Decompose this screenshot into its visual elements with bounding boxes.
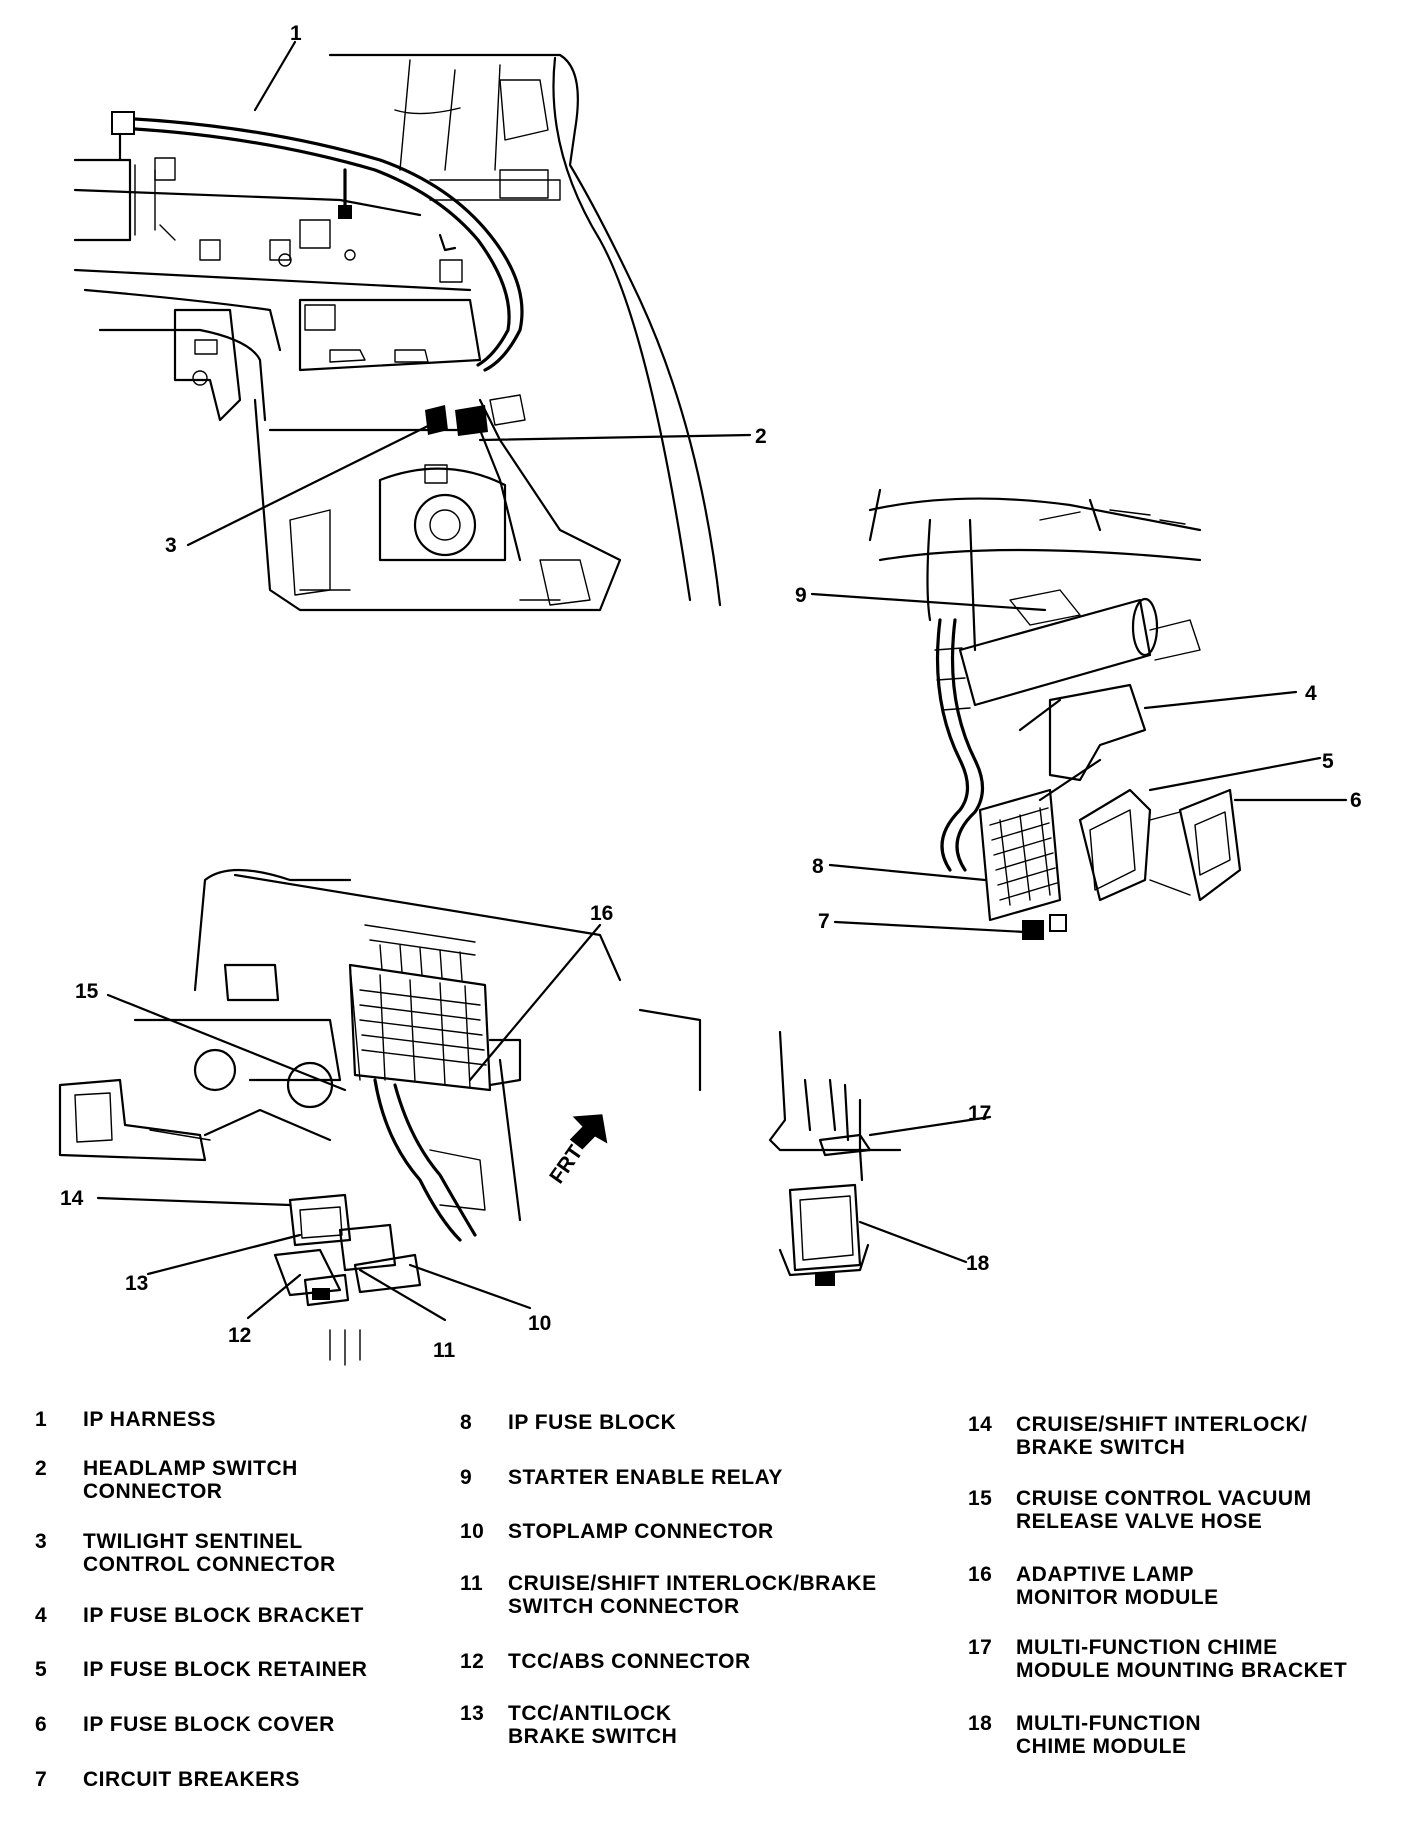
callout-7: 7 bbox=[818, 910, 830, 933]
legend-num: 5 bbox=[35, 1658, 48, 1681]
legend-item-9: 9 STARTER ENABLE RELAY bbox=[460, 1466, 783, 1489]
legend-num: 7 bbox=[35, 1768, 48, 1791]
legend-text: IP FUSE BLOCK BRACKET bbox=[83, 1604, 364, 1627]
legend-text: TWILIGHT SENTINEL CONTROL CONNECTOR bbox=[83, 1530, 336, 1576]
legend-num: 13 bbox=[460, 1702, 485, 1725]
legend-text: TCC/ABS CONNECTOR bbox=[508, 1650, 751, 1673]
legend-item-3: 3 TWILIGHT SENTINEL CONTROL CONNECTOR bbox=[35, 1530, 336, 1576]
legend-text: CRUISE/SHIFT INTERLOCK/ BRAKE SWITCH bbox=[1016, 1413, 1308, 1459]
legend-num: 14 bbox=[968, 1413, 993, 1436]
callout-2: 2 bbox=[755, 425, 767, 448]
callout-5: 5 bbox=[1322, 750, 1334, 773]
legend-num: 12 bbox=[460, 1650, 485, 1673]
legend-text: MULTI-FUNCTION CHIME MODULE MOUNTING BRA… bbox=[1016, 1636, 1348, 1682]
callout-9: 9 bbox=[795, 584, 807, 607]
legend-item-10: 10 STOPLAMP CONNECTOR bbox=[460, 1520, 774, 1543]
legend-num: 2 bbox=[35, 1457, 48, 1480]
legend-text: STARTER ENABLE RELAY bbox=[508, 1466, 783, 1489]
callout-1: 1 bbox=[290, 22, 302, 45]
legend-num: 8 bbox=[460, 1411, 473, 1434]
callout-16: 16 bbox=[590, 902, 613, 925]
callout-11: 11 bbox=[433, 1339, 456, 1362]
callout-14: 14 bbox=[60, 1187, 84, 1210]
legend-text: CIRCUIT BREAKERS bbox=[83, 1768, 300, 1791]
legend-num: 10 bbox=[460, 1520, 485, 1543]
view-chime-module bbox=[768, 1030, 992, 1286]
legend-text: IP FUSE BLOCK bbox=[508, 1411, 677, 1434]
legend-num: 17 bbox=[968, 1636, 993, 1659]
legend-text: CRUISE/SHIFT INTERLOCK/BRAKE SWITCH CONN… bbox=[508, 1572, 877, 1618]
legend-item-12: 12 TCC/ABS CONNECTOR bbox=[460, 1650, 751, 1673]
callout-12: 12 bbox=[228, 1324, 251, 1347]
legend-item-4: 4 IP FUSE BLOCK BRACKET bbox=[35, 1604, 364, 1627]
legend-num: 1 bbox=[35, 1408, 48, 1431]
legend-num: 4 bbox=[35, 1604, 48, 1627]
legend-text: HEADLAMP SWITCH CONNECTOR bbox=[83, 1457, 298, 1503]
legend-item-8: 8 IP FUSE BLOCK bbox=[460, 1411, 676, 1434]
callout-4: 4 bbox=[1305, 682, 1317, 705]
legend-num: 16 bbox=[968, 1563, 993, 1586]
legend-num: 18 bbox=[968, 1712, 993, 1735]
callout-3: 3 bbox=[165, 534, 177, 557]
callout-13: 13 bbox=[125, 1272, 148, 1295]
legend-text: IP HARNESS bbox=[83, 1408, 216, 1431]
legend-text: ADAPTIVE LAMP MONITOR MODULE bbox=[1016, 1563, 1219, 1609]
callout-8: 8 bbox=[812, 855, 824, 878]
legend-num: 15 bbox=[968, 1487, 993, 1510]
view-ip-harness bbox=[73, 40, 752, 612]
callout-10: 10 bbox=[528, 1312, 551, 1335]
legend-num: 11 bbox=[460, 1572, 484, 1595]
legend-num: 3 bbox=[35, 1530, 48, 1553]
callout-18: 18 bbox=[966, 1252, 990, 1275]
legend-item-15: 15 CRUISE CONTROL VACUUM RELEASE VALVE H… bbox=[968, 1487, 1312, 1533]
callout-17: 17 bbox=[968, 1102, 991, 1125]
legend-item-14: 14 CRUISE/SHIFT INTERLOCK/ BRAKE SWITCH bbox=[968, 1413, 1308, 1459]
legend-text: STOPLAMP CONNECTOR bbox=[508, 1520, 774, 1543]
legend-num: 6 bbox=[35, 1713, 48, 1736]
legend-item-16: 16 ADAPTIVE LAMP MONITOR MODULE bbox=[968, 1563, 1219, 1609]
legend-text: IP FUSE BLOCK COVER bbox=[83, 1713, 335, 1736]
legend-num: 9 bbox=[460, 1466, 473, 1489]
view-lamp-monitor bbox=[58, 868, 702, 1366]
legend-item-1: 1 IP HARNESS bbox=[35, 1408, 216, 1431]
view-fuse-block bbox=[810, 488, 1348, 940]
legend-item-6: 6 IP FUSE BLOCK COVER bbox=[35, 1713, 335, 1736]
legend-item-17: 17 MULTI-FUNCTION CHIME MODULE MOUNTING … bbox=[968, 1636, 1347, 1682]
legend-item-11: 11 CRUISE/SHIFT INTERLOCK/BRAKE SWITCH C… bbox=[460, 1572, 877, 1618]
callout-labels: 1 2 3 4 5 6 7 8 9 10 11 12 13 14 15 16 1… bbox=[60, 22, 1362, 1362]
legend-item-2: 2 HEADLAMP SWITCH CONNECTOR bbox=[35, 1457, 298, 1503]
legend-text: TCC/ANTILOCK BRAKE SWITCH bbox=[508, 1702, 678, 1748]
legend-text: MULTI-FUNCTION CHIME MODULE bbox=[1016, 1712, 1202, 1758]
callout-15: 15 bbox=[75, 980, 99, 1003]
legend-item-18: 18 MULTI-FUNCTION CHIME MODULE bbox=[968, 1712, 1201, 1758]
legend-text: IP FUSE BLOCK RETAINER bbox=[83, 1658, 368, 1681]
legend-item-5: 5 IP FUSE BLOCK RETAINER bbox=[35, 1658, 367, 1681]
legend-text: CRUISE CONTROL VACUUM RELEASE VALVE HOSE bbox=[1016, 1487, 1312, 1533]
legend-item-13: 13 TCC/ANTILOCK BRAKE SWITCH bbox=[460, 1702, 677, 1748]
component-location-diagram: 1 2 3 4 5 6 7 8 9 10 11 12 13 14 15 16 1… bbox=[58, 22, 1362, 1366]
legend-item-7: 7 CIRCUIT BREAKERS bbox=[35, 1768, 300, 1791]
callout-6: 6 bbox=[1350, 789, 1362, 812]
